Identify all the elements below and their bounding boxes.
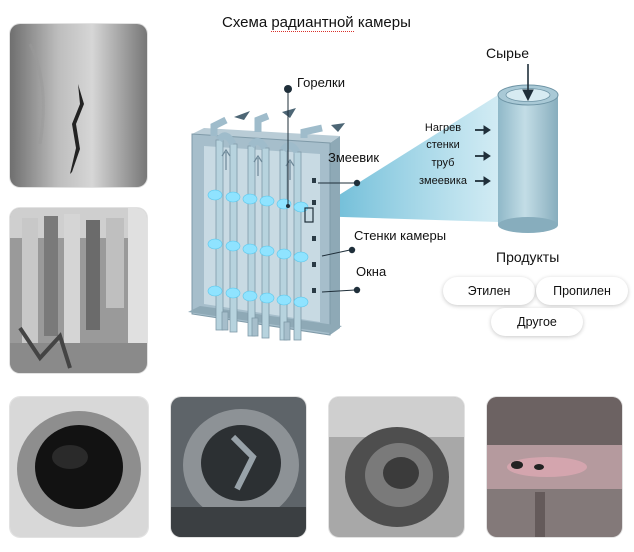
label-coil: Змеевик — [328, 150, 380, 165]
title-prefix: Схема — [222, 14, 272, 31]
coil-tubes — [215, 139, 302, 341]
highlighted-window — [304, 207, 314, 223]
photo-tube-cross-section-deposit — [329, 397, 464, 537]
title-suffix: камеры — [353, 14, 411, 31]
leader-dots — [284, 85, 361, 294]
chamber-top-edge — [192, 128, 340, 143]
heating-line-2: стенки — [426, 139, 460, 151]
label-products: Продукты — [496, 249, 560, 265]
label-windows: Окна — [356, 264, 387, 279]
tube-up-arrows — [221, 148, 295, 180]
feedstock-cylinder — [497, 84, 559, 233]
label-burners: Горелки — [297, 75, 345, 90]
label-feedstock: Сырье — [486, 45, 530, 61]
heating-line-3: труб — [431, 157, 455, 169]
heating-line-1: Нагрев — [424, 122, 462, 134]
photo-tube-cross-section-coked — [10, 397, 148, 537]
product-ethylene: Этилен — [443, 277, 535, 305]
coil-tube-arches — [216, 132, 301, 154]
heat-beam — [312, 95, 498, 222]
leader-lines — [287, 92, 356, 293]
photo-cracked-tube — [10, 24, 147, 187]
outlet-pipes — [210, 112, 323, 138]
chamber-side-wall — [330, 136, 340, 335]
burner-flames — [207, 189, 309, 308]
diagram-title: Схема радиантной камеры — [222, 14, 411, 32]
product-other-label: Другое — [517, 315, 557, 329]
flow-arrows — [234, 108, 345, 132]
label-chamber-walls: Стенки камеры — [354, 228, 447, 243]
heating-line-4: змеевика — [418, 175, 467, 187]
product-ethylene-label: Этилен — [467, 284, 511, 298]
title-highlighted-word: радиантной — [271, 14, 354, 32]
photo-tube-cross-section-blocked — [171, 397, 306, 537]
chamber-windows — [312, 178, 316, 293]
product-propylene-label: Пропилен — [553, 284, 611, 298]
product-other: Другое — [491, 308, 583, 336]
product-propylene: Пропилен — [536, 277, 628, 305]
photo-damaged-tubes — [10, 208, 147, 373]
feedstock-arrow — [522, 64, 534, 102]
photo-tube-burst — [487, 397, 622, 537]
inlet-pipes — [221, 311, 291, 341]
heating-arrows — [475, 125, 491, 186]
